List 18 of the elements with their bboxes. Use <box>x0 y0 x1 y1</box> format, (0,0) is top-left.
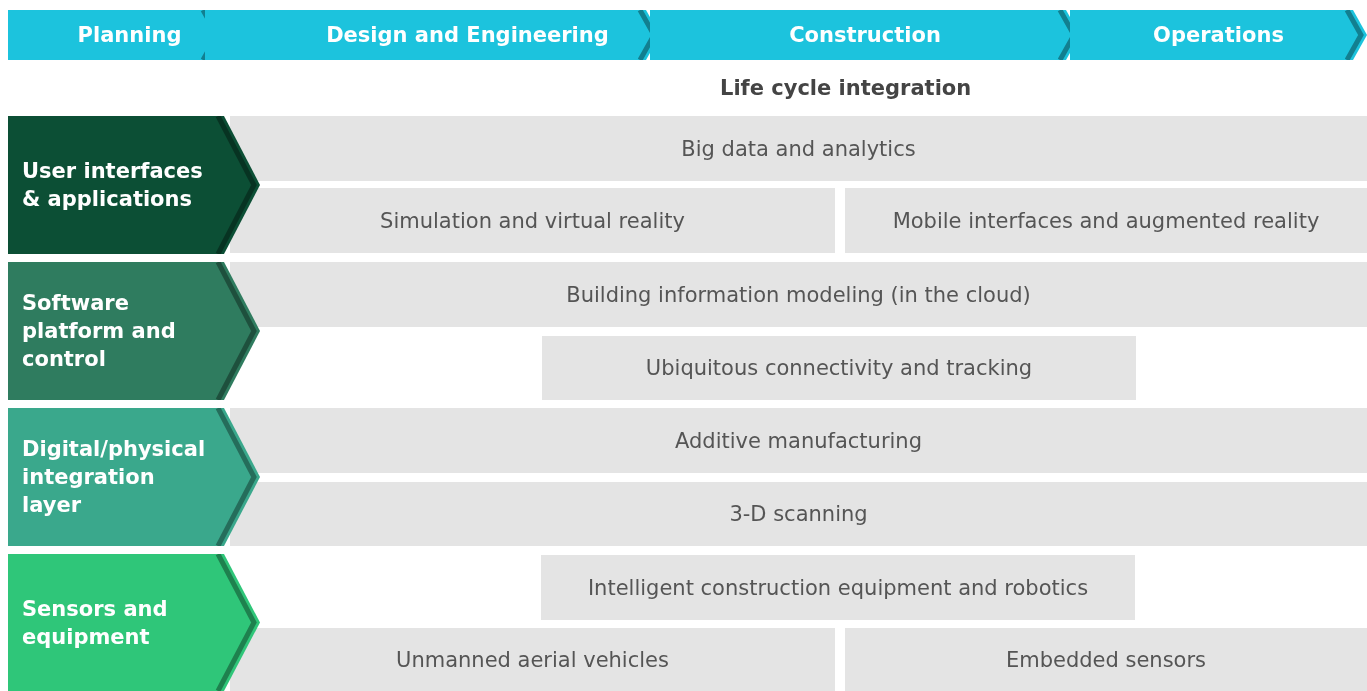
feature-bar: Unmanned aerial vehicles <box>230 628 835 691</box>
stage-label: Operations <box>1153 23 1284 47</box>
feature-bar: Embedded sensors <box>845 628 1367 691</box>
feature-bar: Additive manufacturing <box>230 408 1367 473</box>
stage-label: Design and Engineering <box>326 23 609 47</box>
feature-bar: Building information modeling (in the cloud) <box>230 262 1367 327</box>
layer-label: Digital/physical integration layer <box>21 436 207 519</box>
feature-bar: Mobile interfaces and augmented reality <box>845 188 1367 253</box>
layer-label: User interfaces & applications <box>21 158 204 213</box>
layer-label: Sensors and equipment <box>21 595 169 651</box>
stage-label: Planning <box>77 23 182 47</box>
section-heading: Life cycle integration <box>720 76 972 100</box>
feature-bar: Intelligent construction equipment and robotics <box>541 555 1135 620</box>
feature-bar: Simulation and virtual reality <box>230 188 835 253</box>
feature-bar: Ubiquitous connectivity and tracking <box>542 336 1136 400</box>
layer-label: Software platform and control <box>21 290 177 373</box>
feature-bar: 3-D scanning <box>230 482 1367 546</box>
feature-bar: Big data and analytics <box>230 116 1367 181</box>
